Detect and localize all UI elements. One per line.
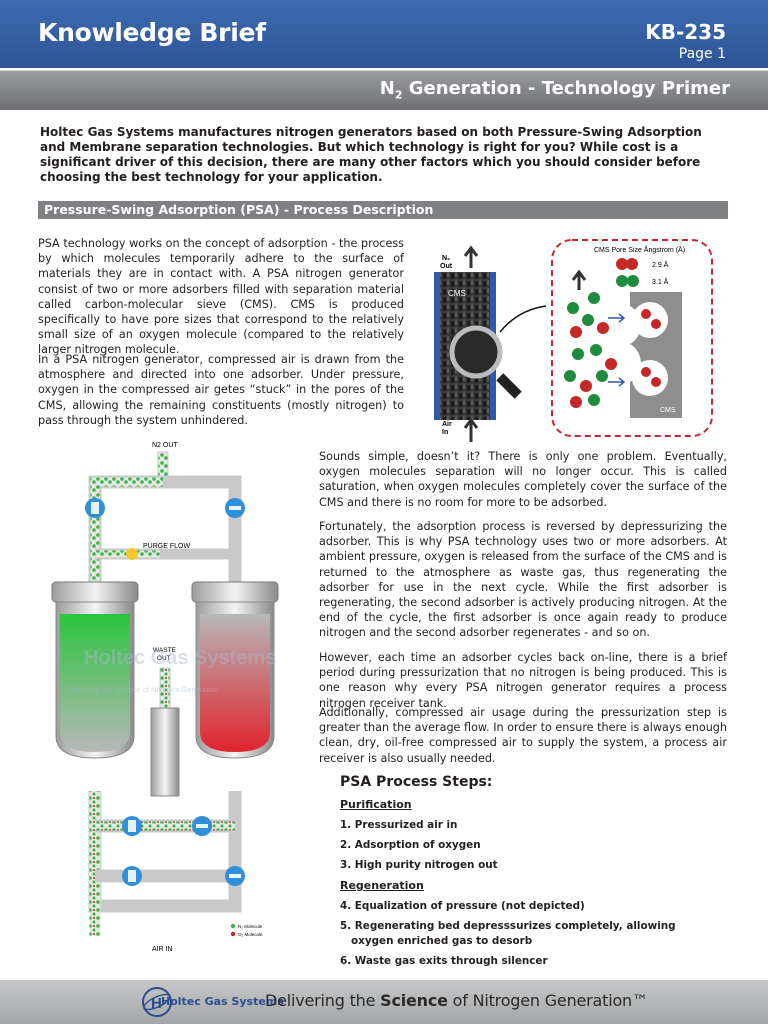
watermark-tagline: Delivering the Science of Nitrogen Gener…	[66, 685, 219, 694]
watermark: Holtec Gas Systems	[84, 647, 276, 669]
purge-flow-label: PURGE FLOW	[143, 543, 190, 550]
step-6: 6. Waste gas exits through silencer	[340, 955, 548, 967]
step-2: 2. Adsorption of oxygen	[340, 839, 481, 851]
paragraph-6: Additionally, compressed air usage durin…	[319, 706, 727, 765]
magnifier-handle	[496, 373, 522, 399]
pipe-flow	[90, 477, 163, 582]
step-1: 1. Pressurized air in	[340, 819, 458, 831]
column-wall-left	[434, 272, 440, 420]
waste-out-label-1: WASTE	[153, 647, 177, 654]
n2-molecule-icon	[616, 275, 628, 287]
air-in-label: AIR IN	[152, 946, 173, 953]
purification-label: Purification	[340, 798, 412, 811]
o2-molecule-icon	[626, 258, 638, 270]
cms-wall-label: CMS	[660, 407, 676, 414]
regeneration-label: Regeneration	[340, 879, 424, 892]
header-bar: Knowledge Brief KB-235 Page 1	[0, 0, 768, 68]
tower-cap-left	[51, 581, 139, 603]
step-3: 3. High purity nitrogen out	[340, 859, 498, 871]
intro-paragraph: Holtec Gas Systems manufactures nitrogen…	[40, 125, 702, 184]
silencer	[150, 707, 180, 797]
adsorber-bed-producing	[60, 614, 130, 752]
step-4: 4. Equalization of pressure (not depicte…	[340, 900, 585, 912]
pore-cavity	[632, 360, 668, 396]
doc-title: Knowledge Brief	[38, 18, 266, 47]
up-arrow-icon	[463, 245, 479, 268]
page-number: Page 1	[678, 46, 726, 62]
o2-legend-icon	[230, 931, 236, 937]
pore-cavity	[632, 302, 668, 338]
steps-title: PSA Process Steps:	[340, 774, 493, 790]
magnifier-icon	[449, 325, 503, 379]
section-title: Pressure-Swing Adsorption (PSA) - Proces…	[44, 202, 434, 217]
pore-size-title: CMS Pore Size Ångstrom (Å)	[594, 245, 685, 254]
gas-molecules	[564, 292, 661, 408]
footer-bar: H Holtec Gas Systems Delivering the Scie…	[0, 980, 768, 1024]
pipe	[88, 475, 242, 582]
zoom-line	[499, 305, 547, 333]
svg-text:H: H	[151, 995, 162, 1012]
legend-n2: N₂ Molecule	[238, 924, 263, 929]
n2-legend-icon	[230, 923, 236, 929]
paragraph-2: In a PSA nitrogen generator, compressed …	[38, 353, 404, 427]
pipe	[88, 791, 242, 913]
paragraph-5: However, each time an adsorber cycles ba…	[319, 651, 727, 710]
air-in-label-1: Air	[442, 421, 452, 428]
up-arrow-icon	[571, 269, 587, 290]
legend-o2: O₂ Molecule	[238, 932, 263, 937]
section-header: Pressure-Swing Adsorption (PSA) - Proces…	[38, 201, 728, 219]
subheader-bar: N2 Generation - Technology Primer	[0, 70, 768, 110]
page-title: N2 Generation - Technology Primer	[379, 78, 730, 102]
o2-size-label: 2.9 Å	[652, 260, 669, 269]
paragraph-1: PSA technology works on the concept of a…	[38, 237, 404, 357]
air-in-label-2: In	[442, 429, 448, 436]
right-arrow-icon	[608, 377, 626, 387]
adsorber-bed-regenerating	[200, 614, 270, 752]
n2-out-label: N2 OUT	[152, 442, 178, 449]
n2-molecule-icon	[627, 275, 639, 287]
n2-size-label: 3.1 Å	[652, 277, 669, 286]
footer-tagline: Delivering the Science of Nitrogen Gener…	[265, 991, 648, 1010]
paragraph-4: Fortunately, the adsorption process is r…	[319, 520, 727, 640]
step-5: 5. Regenerating bed depresssurizes compl…	[340, 920, 676, 932]
step-5-continued: oxygen enriched gas to desorb	[351, 935, 533, 947]
cms-label: CMS	[448, 289, 466, 298]
n2-out-label-2: Out	[440, 263, 453, 270]
footer-brand: Holtec Gas Systems	[161, 995, 284, 1008]
tower-cap-right	[191, 581, 279, 603]
valve-icons	[85, 498, 245, 886]
o2-molecule-icon	[616, 258, 628, 270]
paragraph-3: Sounds simple, doesn’t it? There is only…	[319, 450, 727, 509]
waste-out-label-2: OUT	[157, 655, 171, 662]
right-arrow-icon	[608, 313, 626, 323]
holtec-logo-icon: H	[142, 987, 172, 1017]
up-arrow-icon	[463, 417, 479, 442]
n2-out-label-1: N₂	[442, 255, 450, 262]
doc-id: KB-235	[645, 20, 726, 44]
